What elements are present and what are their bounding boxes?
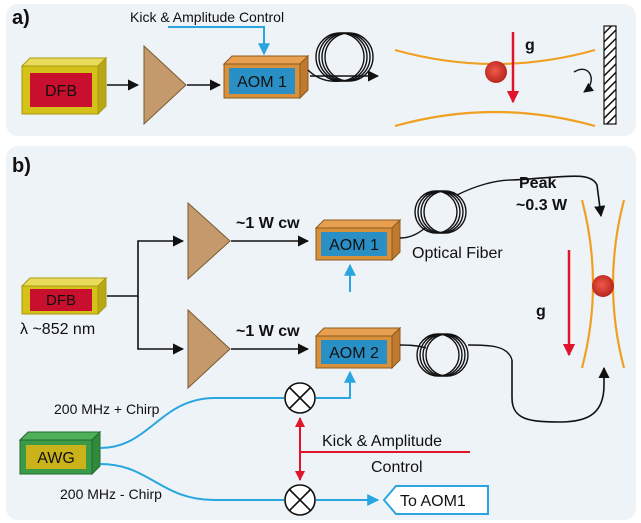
aom-1-b: AOM 1: [314, 218, 402, 262]
atom-cloud-a: [485, 61, 507, 83]
aom-a-label: AOM 1: [237, 74, 287, 91]
atom-cloud-b: [592, 275, 614, 297]
to-aom1-tag: [382, 485, 489, 515]
fiber-coil-1-b: [399, 179, 513, 239]
amp1-power-label: ~1 W cw: [236, 215, 300, 232]
kick-control-b-label-line1: Kick & Amplitude: [322, 433, 442, 450]
dfb-b-label: DFB: [46, 292, 76, 309]
chirp-plus-line: [99, 397, 284, 449]
amplifier-a: [143, 44, 187, 126]
panel-b-label: b): [12, 155, 31, 177]
kick-control-a-label: Kick & Amplitude Control: [130, 9, 284, 25]
aom-1-a: AOM 1: [222, 54, 310, 100]
fiber-1-to-atoms-path: [511, 175, 606, 218]
mixer-upper: [284, 382, 316, 414]
gravity-a-label: g: [525, 37, 535, 54]
awg-generator: AWG: [18, 430, 102, 476]
aom-2-b: AOM 2: [314, 326, 402, 370]
retro-mirror-a: [603, 25, 617, 125]
kick-control-b-label-line2: Control: [371, 459, 423, 476]
chirp-minus-label: 200 MHz - Chirp: [60, 486, 162, 502]
wavelength-label: λ ~852 nm: [20, 321, 95, 338]
optical-fiber-label: Optical Fiber: [412, 245, 503, 262]
retro-reflection-arrow-a: [573, 68, 595, 93]
dfb-laser-b: DFB: [20, 276, 108, 316]
path-to-amp2: [137, 296, 185, 355]
panel-a-label: a): [12, 7, 30, 29]
beam-bottom-a: [394, 110, 596, 128]
kick-control-a-arrow: [168, 26, 270, 56]
amp2-power-label: ~1 W cw: [236, 323, 300, 340]
peak-label-line2: ~0.3 W: [516, 197, 568, 214]
dfb-laser-a: DFB: [20, 56, 108, 116]
mixer-lower: [284, 484, 316, 516]
to-aom1-label: To AOM1: [400, 493, 466, 510]
peak-label-line1: Peak: [519, 175, 556, 192]
gravity-b-label: g: [536, 303, 546, 320]
amplifier-1-b: [187, 201, 231, 281]
fiber-coil-2-b: [399, 333, 513, 377]
path-to-amp1: [107, 235, 185, 297]
dfb-a-label: DFB: [45, 83, 77, 100]
fiber-2-to-atoms-path: [511, 360, 610, 423]
awg-label: AWG: [37, 450, 75, 467]
aom2-b-label: AOM 2: [329, 345, 379, 362]
chirp-plus-label: 200 MHz + Chirp: [54, 401, 160, 417]
aom1-b-label: AOM 1: [329, 237, 379, 254]
mixer-upper-to-aom2: [316, 370, 356, 399]
fiber-coil-a: [307, 32, 374, 82]
amplifier-2-b: [187, 308, 231, 390]
chirp-minus-line: [99, 463, 284, 501]
